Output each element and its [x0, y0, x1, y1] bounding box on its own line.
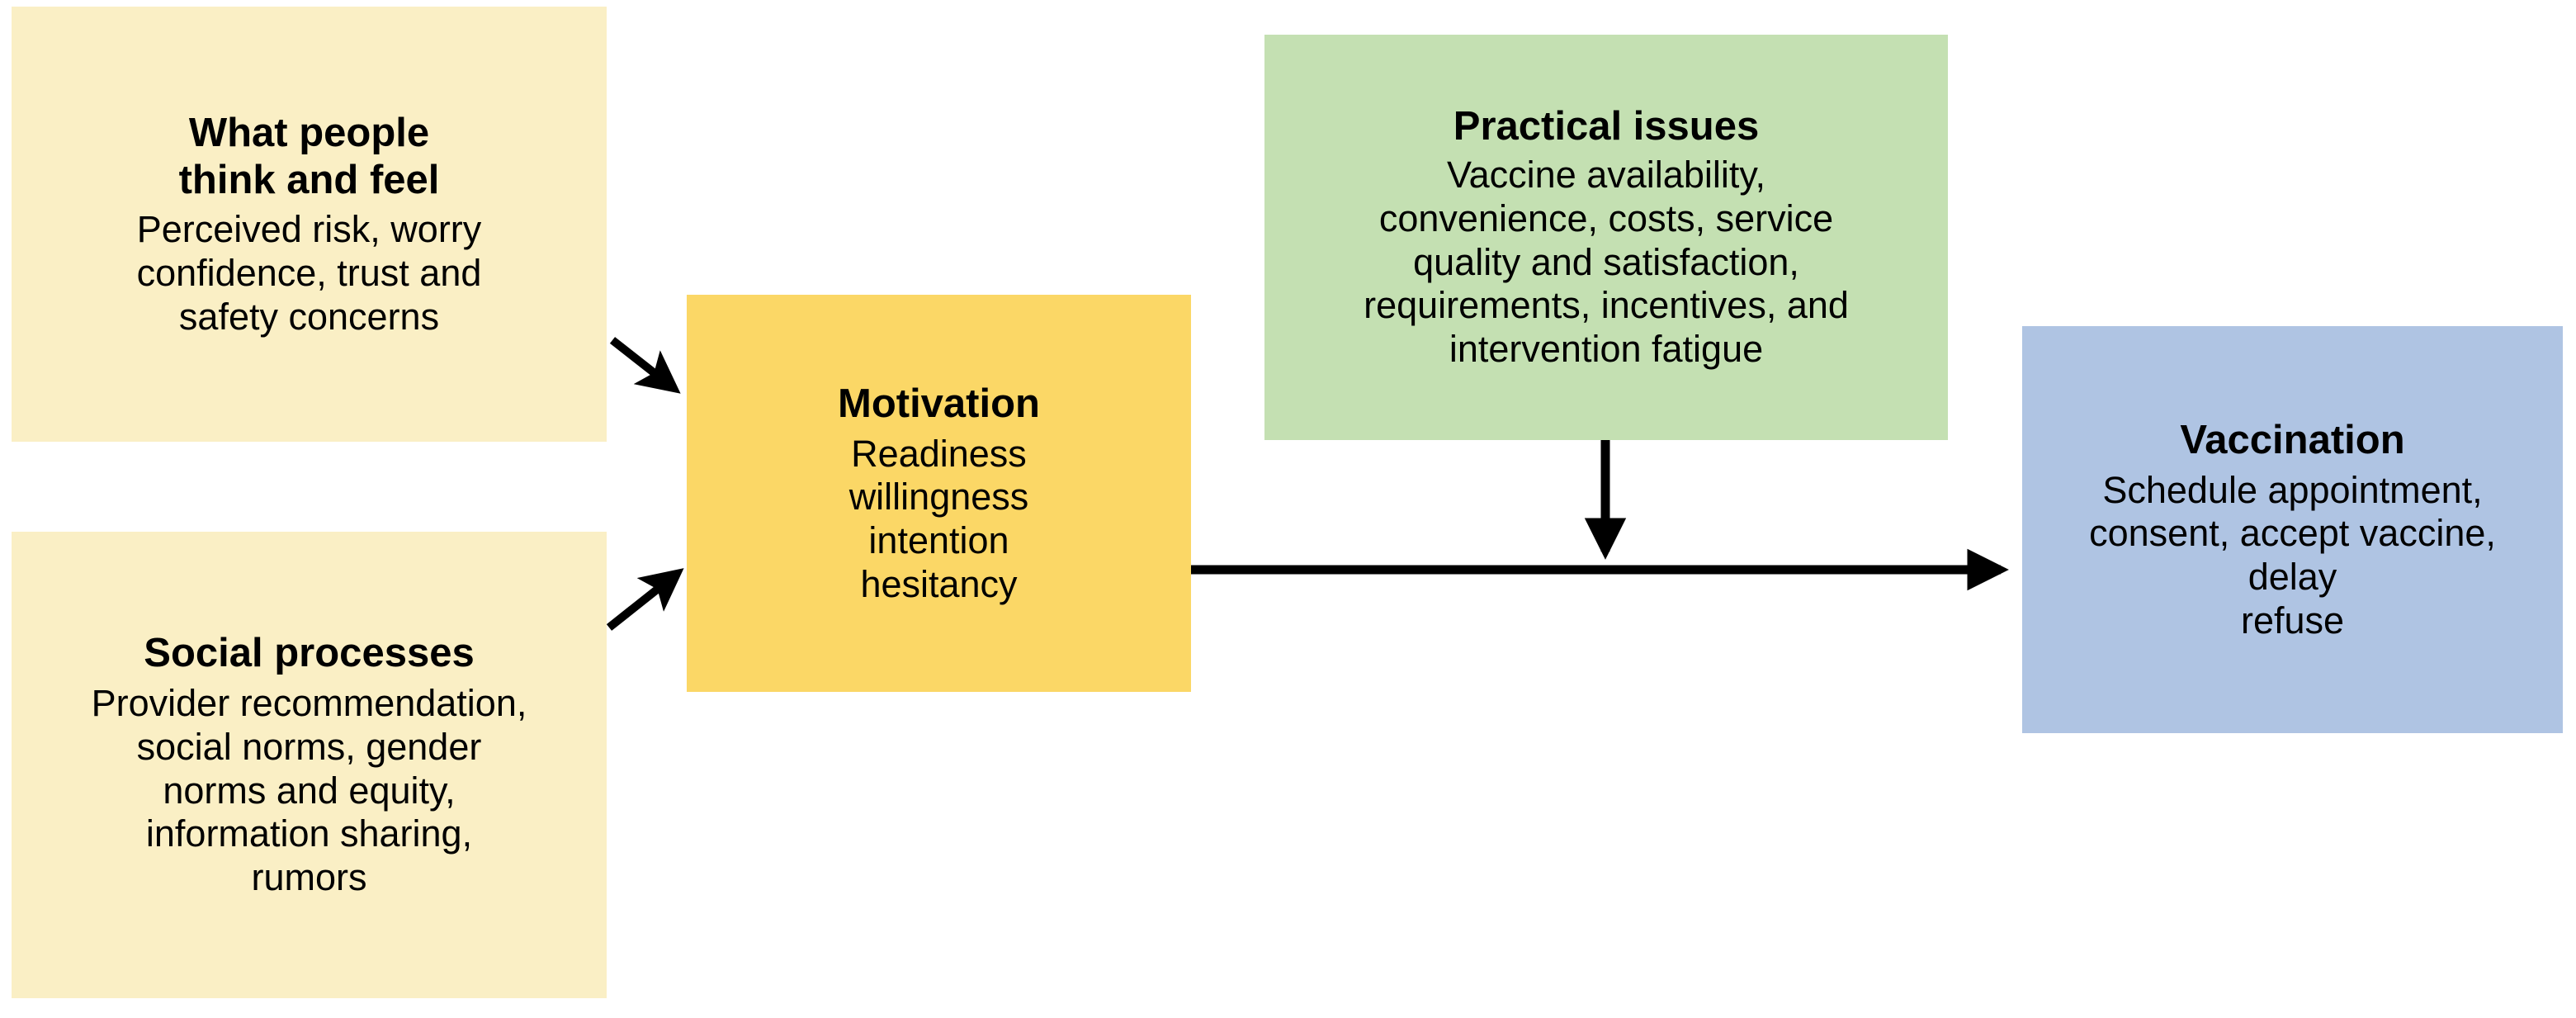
node-body: Schedule appointment, consent, accept va… — [2089, 468, 2496, 642]
arrow-social-processes-to-motivation — [606, 568, 684, 631]
node-title: What people think and feel — [178, 110, 440, 202]
arrow-think-feel-to-motivation — [609, 337, 681, 394]
node-vaccination[interactable]: Vaccination Schedule appointment, consen… — [2022, 326, 2563, 733]
node-title: Practical issues — [1453, 104, 1760, 149]
node-social-processes[interactable]: Social processes Provider recommendation… — [12, 532, 607, 998]
node-title: Motivation — [838, 381, 1040, 426]
node-body: Provider recommendation, social norms, g… — [91, 682, 527, 898]
node-title: Social processes — [144, 631, 475, 676]
node-what-people-think-and-feel[interactable]: What people think and feel Perceived ris… — [12, 7, 607, 442]
node-motivation[interactable]: Motivation Readiness willingness intenti… — [687, 295, 1191, 692]
node-body: Vaccine availability, convenience, costs… — [1364, 154, 1849, 370]
node-body: Perceived risk, worry confidence, trust … — [136, 208, 482, 338]
node-practical-issues[interactable]: Practical issues Vaccine availability, c… — [1264, 35, 1948, 440]
node-body: Readiness willingness intention hesitanc… — [848, 432, 1029, 605]
node-title: Vaccination — [2180, 417, 2405, 462]
